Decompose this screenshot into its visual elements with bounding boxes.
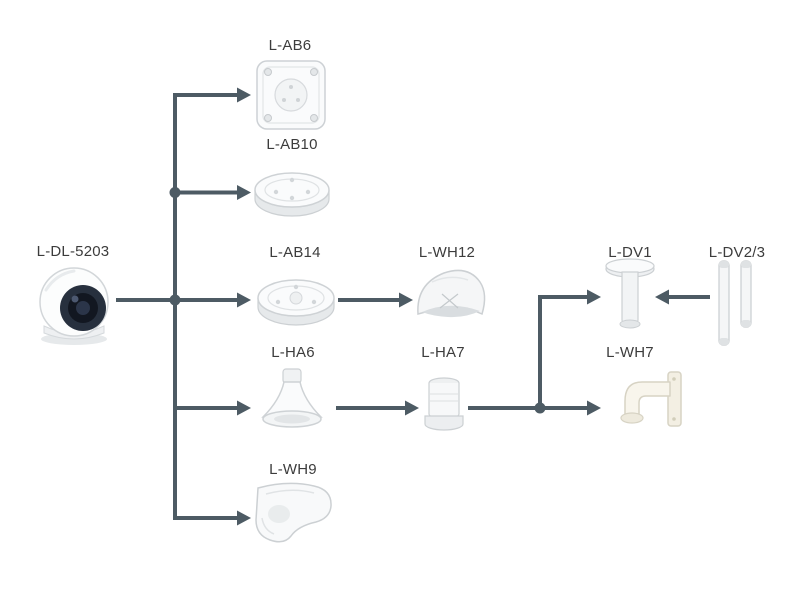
product-l-dv1 — [603, 258, 657, 332]
ceiling-mount-icon — [605, 258, 655, 329]
pendant-cap-icon — [261, 368, 323, 428]
label-l-wh12: L-WH12 — [418, 244, 476, 261]
product-l-wh7 — [600, 362, 686, 442]
product-l-ha6 — [250, 366, 334, 434]
round-junction-box-icon — [257, 279, 335, 326]
label-l-ab10: L-AB10 — [266, 136, 318, 153]
label-l-dl-5203: L-DL-5203 — [36, 243, 110, 260]
product-l-ab14 — [255, 264, 337, 334]
product-l-ab6 — [253, 57, 329, 133]
label-l-ha6: L-HA6 — [271, 344, 315, 361]
wall-bracket-icon — [255, 482, 332, 543]
square-junction-box-icon — [256, 60, 326, 130]
label-l-dv23: L-DV2/3 — [708, 244, 766, 261]
label-l-wh9: L-WH9 — [269, 461, 317, 478]
product-l-wh12 — [410, 264, 490, 322]
weather-hood-icon — [417, 269, 486, 318]
product-l-wh9 — [246, 478, 338, 548]
junction-dots — [169, 187, 546, 414]
wall-mount-arm-icon — [620, 371, 682, 427]
product-l-dl-5203 — [28, 262, 123, 347]
turret-camera-icon — [39, 267, 109, 345]
label-l-ha7: L-HA7 — [421, 344, 465, 361]
round-junction-box-icon — [254, 172, 330, 217]
mount-adapter-icon — [424, 377, 464, 431]
label-l-ab6: L-AB6 — [268, 37, 312, 54]
label-l-wh7: L-WH7 — [606, 344, 654, 361]
label-l-ab14: L-AB14 — [269, 244, 321, 261]
product-l-ha7 — [420, 374, 468, 436]
product-l-dv23 — [714, 258, 758, 348]
extension-pole-icon — [718, 260, 752, 346]
label-l-dv1: L-DV1 — [608, 244, 652, 261]
arrowhead-icons — [237, 87, 669, 526]
product-l-ab10 — [252, 158, 332, 222]
